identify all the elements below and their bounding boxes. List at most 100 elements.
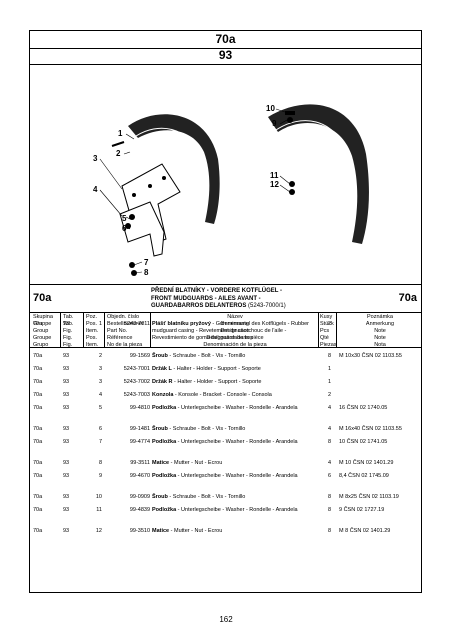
row-translations: - Unterlegscheibe - Washer - Rondelle - … xyxy=(176,405,298,411)
row-part-name: Matice xyxy=(152,528,170,534)
row-description: Podložka - Unterlegscheibe - Washer - Ro… xyxy=(152,405,312,412)
row-part-number: 99-4839 xyxy=(129,507,150,513)
row-group: 70a xyxy=(33,507,43,513)
row-description: Šroub - Schraube - Bolt - Vis - Tornillo xyxy=(152,494,312,501)
column-header-line: Designation xyxy=(220,328,250,334)
column-header-line: Note xyxy=(374,335,386,341)
column-header-line: Denominación de la pieza xyxy=(203,342,267,348)
row-note: M 10 ČSN 02 1401.29 xyxy=(339,460,394,466)
row-description: Matice - Mutter - Nut - Ecrou xyxy=(152,528,312,535)
row-translations: - Halter - Holder - Support - Soporte xyxy=(171,366,261,372)
row-position: 5 xyxy=(98,405,102,411)
row-table: 93 xyxy=(63,460,70,466)
row-description: Konzola - Konsole - Bracket - Console - … xyxy=(152,392,312,399)
row-part-number: 99-0909 xyxy=(129,494,150,500)
callout-12: 12 xyxy=(270,180,279,189)
row-translations: - Unterlegscheibe - Washer - Rondelle - … xyxy=(176,507,298,513)
column-header-line: Pos. xyxy=(86,321,98,327)
exploded-view-drawing: 1 2 3 4 5 6 7 8 9 10 11 12 xyxy=(93,104,369,277)
section-title-line: GUARDABARROS DELANTEROS (5243-7000/1) xyxy=(151,303,286,309)
section-code-right: 70a xyxy=(398,292,417,304)
callout-11: 11 xyxy=(270,171,279,180)
row-part-number: 99-4810 xyxy=(129,405,150,411)
row-description: Držák R - Halter - Holder - Support - So… xyxy=(152,379,312,386)
row-group: 70a xyxy=(33,366,43,372)
column-header-line: Piezas xyxy=(320,342,337,348)
page-number: 162 xyxy=(219,615,233,624)
row-note: M 10x30 ČSN 02 1103.55 xyxy=(339,353,402,359)
row-note: M 8 ČSN 02 1401.29 xyxy=(339,528,391,534)
row-quantity: 4 xyxy=(327,460,331,466)
column-header-line: Désignation de la pièce xyxy=(206,335,264,341)
row-note: 16 ČSN 02 1740.05 xyxy=(339,405,388,411)
group-code-header: 70a xyxy=(30,31,421,49)
row-table: 93 xyxy=(63,392,70,398)
column-header-line: Anmerkung xyxy=(365,321,395,327)
row-part-number: 5243-7011 xyxy=(124,321,150,327)
callout-1: 1 xyxy=(118,129,123,138)
row-group: 70a xyxy=(33,405,43,411)
row-description: Podložka - Unterlegscheibe - Washer - Ro… xyxy=(152,507,312,514)
left-fender-shape xyxy=(128,114,220,224)
row-part-number: 5243-7003 xyxy=(123,392,150,398)
column-header-line: Skupina xyxy=(33,314,53,320)
col-position: Poz.Pos.Item.Pos.Item. xyxy=(86,314,98,349)
callout-8: 8 xyxy=(144,268,149,277)
column-header-line: Item. xyxy=(86,342,99,348)
row-translations: - Schraube - Bolt - Vis - Tornillo xyxy=(167,494,246,500)
row-position: 9 xyxy=(98,473,102,479)
column-header-line: Stück xyxy=(320,321,334,327)
row-group: 70a xyxy=(33,494,43,500)
column-header-line: Pos. xyxy=(86,335,98,341)
row-translations: - Schraube - Bolt - Vis - Tornillo xyxy=(167,426,246,432)
callout-4: 4 xyxy=(93,185,98,194)
column-header-line: Gruppe xyxy=(33,321,52,327)
row-table: 93 xyxy=(63,366,70,372)
row-translations: - Unterlegscheibe - Washer - Rondelle - … xyxy=(176,473,298,479)
row-part-name: Podložka xyxy=(152,439,177,445)
row-note: 8,4 ČSN 02 1745.09 xyxy=(339,473,389,479)
row-table: 93 xyxy=(63,439,70,445)
row-part-name: Podložka xyxy=(152,473,177,479)
column-header-line: Poznámka xyxy=(367,314,393,320)
row-part-number: 99-4774 xyxy=(129,439,150,445)
row-table: 93 xyxy=(63,494,70,500)
row-group: 70a xyxy=(33,439,43,445)
row-part-name: Šroub xyxy=(152,353,168,359)
row-table: 93 xyxy=(63,426,70,432)
row-position: 4 xyxy=(98,392,102,398)
row-note: 10 ČSN 02 1741.05 xyxy=(339,439,388,445)
row-table: 93 xyxy=(63,353,70,359)
row-position: 10 xyxy=(95,494,102,500)
column-header-line: Group xyxy=(33,328,49,334)
row-position: 7 xyxy=(98,439,102,445)
column-header-line: Grupo xyxy=(33,342,49,348)
row-translations: - Mutter - Nut - Ecrou xyxy=(169,528,223,534)
row-part-number: 99-3510 xyxy=(129,528,150,534)
column-header-line: Tab. xyxy=(63,314,74,320)
column-header-line: Fig. xyxy=(63,342,73,348)
row-group: 70a xyxy=(33,473,43,479)
column-header-line: Item. xyxy=(86,328,99,334)
row-part-number: 99-4670 xyxy=(129,473,150,479)
section-reference: (5243-7000/1) xyxy=(248,303,286,309)
table-number-header: 93 xyxy=(30,48,421,65)
row-table: 93 xyxy=(63,379,70,385)
row-part-number: 99-3511 xyxy=(130,460,150,466)
row-note: M 16x40 ČSN 02 1103.55 xyxy=(339,426,402,432)
col-table: Tab.Tab.Fig.Fig.Fig. xyxy=(63,314,73,349)
column-header-line: No de la pieza xyxy=(107,342,143,348)
row-table: 93 xyxy=(63,321,70,327)
row-position: 6 xyxy=(98,426,102,432)
row-translations: - Gummimantel des Kotflügels - Rubber mu… xyxy=(152,321,310,341)
row-quantity: 8 xyxy=(327,528,331,534)
row-translations: - Mutter - Nut - Ecrou xyxy=(169,460,223,466)
row-part-number: 99-1569 xyxy=(129,353,150,359)
row-group: 70a xyxy=(33,321,43,327)
row-position: 12 xyxy=(95,528,102,534)
